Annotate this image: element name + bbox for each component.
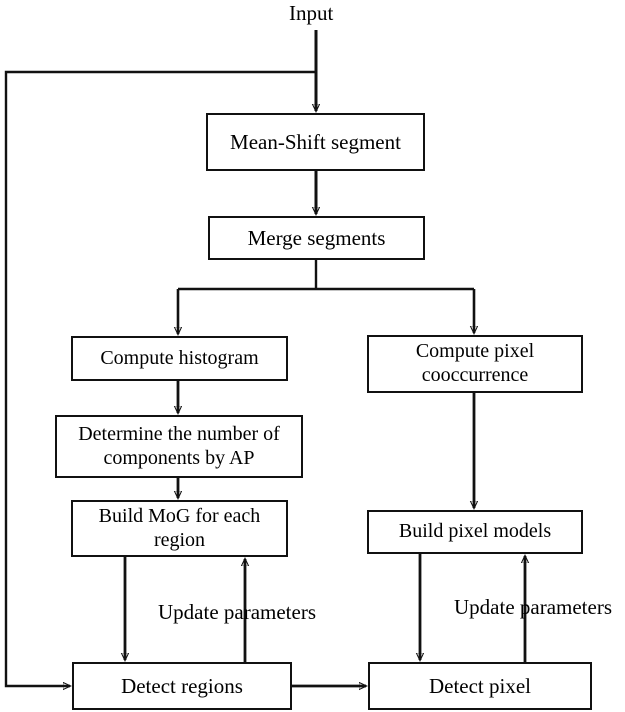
node-label-determine-components: Determine the number of components by AP: [66, 423, 292, 470]
node-mean-shift-segment[interactable]: Mean-Shift segment: [206, 113, 425, 171]
edge-feedback-loop: [4, 70, 316, 686]
node-label-compute-histogram: Compute histogram: [100, 346, 259, 369]
node-label-build-pixel-models: Build pixel models: [398, 520, 552, 543]
edge-merge-split-bus: [178, 260, 474, 291]
node-determine-components[interactable]: Determine the number of components by AP: [55, 415, 303, 478]
edge-label-update-parameters-left: Update parameters: [158, 600, 317, 624]
mog-line-2: region: [153, 528, 206, 551]
node-detect-pixel[interactable]: Detect pixel: [368, 662, 592, 710]
determine-line-2: components by AP: [103, 446, 255, 469]
node-detect-regions[interactable]: Detect regions: [72, 662, 292, 710]
node-label-compute-pixel-cooccurrence: Compute pixel cooccurrence: [404, 340, 546, 387]
input-label: Input: [289, 1, 334, 25]
determine-line-1: Determine the number of: [78, 422, 280, 445]
cooccurrence-line-1: Compute pixel: [415, 340, 535, 363]
node-build-pixel-models[interactable]: Build pixel models: [367, 510, 583, 554]
node-build-mog[interactable]: Build MoG for each region: [71, 500, 288, 557]
edge-label-update-parameters-right: Update parameters: [454, 595, 613, 619]
node-label-detect-regions: Detect regions: [121, 673, 243, 698]
node-label-merge-segments: Merge segments: [247, 225, 386, 250]
cooccurrence-line-2: cooccurrence: [421, 364, 529, 386]
node-label-build-mog: Build MoG for each region: [87, 505, 273, 552]
node-label-detect-pixel: Detect pixel: [428, 673, 532, 698]
node-compute-histogram[interactable]: Compute histogram: [71, 336, 288, 381]
node-merge-segments[interactable]: Merge segments: [208, 216, 425, 260]
mog-line-1: Build MoG for each: [98, 504, 261, 527]
node-label-mean-shift-segment: Mean-Shift segment: [230, 129, 401, 154]
node-compute-pixel-cooccurrence[interactable]: Compute pixel cooccurrence: [367, 335, 583, 393]
